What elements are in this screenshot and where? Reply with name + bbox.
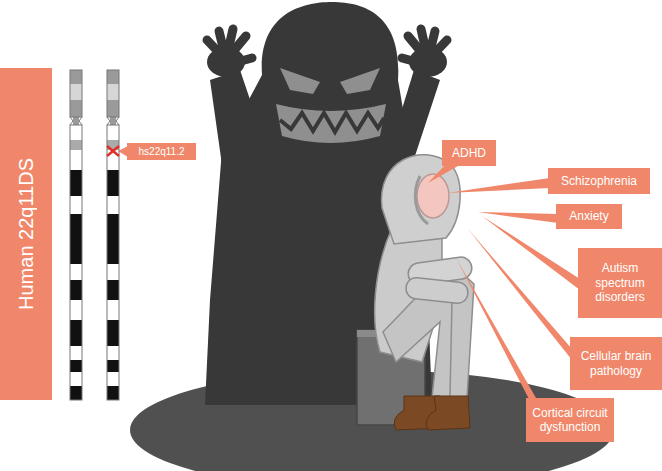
callout-wedge — [447, 178, 550, 193]
chromosome-band — [107, 386, 119, 400]
chromosome-outline — [70, 70, 82, 117]
ghost-eye — [340, 68, 380, 94]
ghost-eye — [280, 68, 320, 94]
symptom-callout: Anxiety — [556, 204, 622, 229]
ghost-fingers — [207, 29, 447, 64]
chromosome-band — [107, 372, 119, 386]
chromosome-band — [70, 150, 82, 170]
chromosome-band — [70, 280, 82, 300]
callout-pointers — [118, 146, 580, 405]
chromosome-band — [70, 320, 82, 346]
finger — [230, 58, 252, 64]
chromosome-outline — [107, 70, 119, 117]
chromosome-band — [70, 196, 82, 214]
chromosome-band — [107, 280, 119, 300]
chromosome-band — [70, 214, 82, 264]
chromosome-band — [107, 264, 119, 280]
ghost-mouth — [276, 104, 386, 143]
centromere — [107, 117, 119, 125]
person-arm — [405, 277, 469, 304]
hood-rim — [415, 176, 428, 224]
centromere — [70, 117, 82, 125]
node-text: Human 22q11DS — [14, 158, 38, 310]
chromosome-band — [70, 346, 82, 360]
node-text: hs22q11.2 — [139, 146, 185, 158]
chromosome-band — [70, 140, 82, 150]
node-text: Cortical circuit dysfunction — [529, 406, 611, 435]
deletion-mark — [107, 146, 119, 156]
chromosome-band — [70, 300, 82, 320]
cross-stroke — [107, 146, 119, 156]
shoe — [426, 396, 470, 430]
symptom-callout: Schizophrenia — [548, 168, 650, 194]
centromere — [73, 117, 79, 125]
chromosome-band — [107, 196, 119, 214]
cross-stroke — [107, 146, 119, 156]
chromosome-band — [70, 372, 82, 386]
chromosome-band — [107, 300, 119, 320]
chromosome-band — [70, 100, 82, 117]
node-text: ADHD — [452, 146, 486, 160]
title-band: Human 22q11DS — [0, 68, 52, 400]
person-legs — [383, 262, 474, 398]
chromosome-outline — [70, 125, 82, 400]
chromosome-pair — [70, 70, 119, 400]
symptom-callout: Cortical circuit dysfunction — [526, 398, 614, 442]
person-hood — [381, 155, 460, 244]
callout-wedge — [468, 229, 572, 360]
chromosome-band — [70, 360, 82, 372]
node-text: Schizophrenia — [561, 174, 637, 188]
chromosome-band — [70, 125, 82, 140]
ghost-arm — [394, 70, 440, 165]
node-text: Cellular brain pathology — [573, 349, 659, 378]
symptom-callout: Autism spectrum disorders — [578, 248, 662, 318]
finger — [402, 58, 424, 64]
symptom-callout: Cellular brain pathology — [570, 337, 662, 390]
node-text: Autism spectrum disorders — [581, 261, 659, 304]
chromosome-band — [107, 170, 119, 196]
callout-wedge — [456, 258, 540, 405]
chromosome-band — [107, 100, 119, 117]
symptom-callout: ADHD — [442, 140, 496, 166]
chromosome — [70, 70, 82, 400]
chromosome-band — [70, 70, 82, 84]
chromosome-band — [107, 346, 119, 360]
chromosome-band — [107, 360, 119, 372]
chromosome-band — [107, 214, 119, 264]
person-face — [417, 174, 449, 218]
chromosome-band — [70, 264, 82, 280]
node-text: Anxiety — [569, 209, 608, 223]
chromosome-band — [107, 320, 119, 346]
ghost-arm — [210, 70, 262, 165]
ghost-teeth — [280, 113, 384, 132]
centromere — [110, 117, 116, 125]
chromosome-band — [107, 70, 119, 84]
chromosome-outline — [107, 125, 119, 400]
chromosome-band — [107, 84, 119, 100]
person — [375, 155, 474, 398]
chromosome-band — [70, 386, 82, 400]
locus-callout: hs22q11.2 — [127, 143, 196, 160]
chromosome-band — [70, 170, 82, 196]
chromosome-band — [70, 84, 82, 100]
leg-crease — [450, 300, 452, 396]
chromosome — [107, 70, 119, 400]
chromosome-band — [107, 125, 119, 140]
